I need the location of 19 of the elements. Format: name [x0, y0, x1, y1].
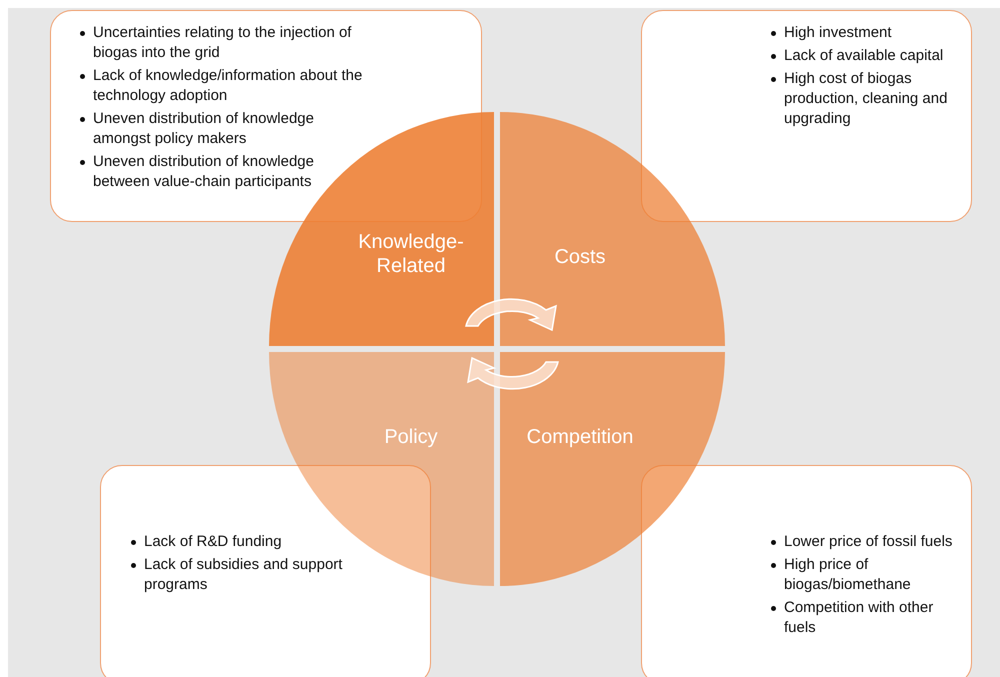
segment-label: Policy: [383, 425, 439, 449]
bullet-text: Lack of subsidies and support programs: [144, 556, 342, 593]
bullet-text: High price of biogas/biomethane: [784, 556, 911, 593]
bullet-text: High cost of biogas production, cleaning and upgrading: [784, 70, 948, 127]
bullet-text: High investment: [784, 24, 892, 41]
segment-label: Competition: [526, 425, 634, 449]
bullet-text: Lack of available capital: [784, 47, 944, 64]
bullet-text: Uneven distribution of knowledge amongst policy makers: [93, 110, 314, 147]
segment-label: Knowledge-Related: [357, 230, 465, 278]
bullet-text: Competition with other fuels: [784, 599, 934, 636]
segment-label: Costs: [553, 245, 607, 269]
text-card: [641, 465, 972, 677]
bullet-text: Lack of knowledge/information about the technology adoption: [93, 67, 362, 104]
bullet-text: Uncertainties relating to the injection of biogas into the grid: [93, 24, 352, 61]
bullet-text: Uneven distribution of knowledge between value-chain participants: [93, 153, 314, 190]
bullet-text: Lower price of fossil fuels: [784, 533, 952, 550]
text-card: [100, 465, 431, 677]
bullet-text: Lack of R&D funding: [144, 533, 282, 550]
text-card: [641, 10, 972, 222]
